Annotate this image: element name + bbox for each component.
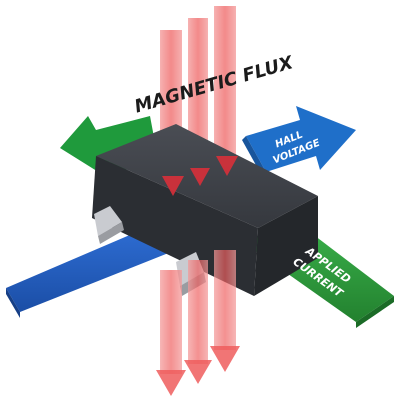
left-blue-bar [6,222,176,318]
hall-voltage-arrow [242,106,356,176]
magnetic-flux-arrows-lower [156,156,240,396]
